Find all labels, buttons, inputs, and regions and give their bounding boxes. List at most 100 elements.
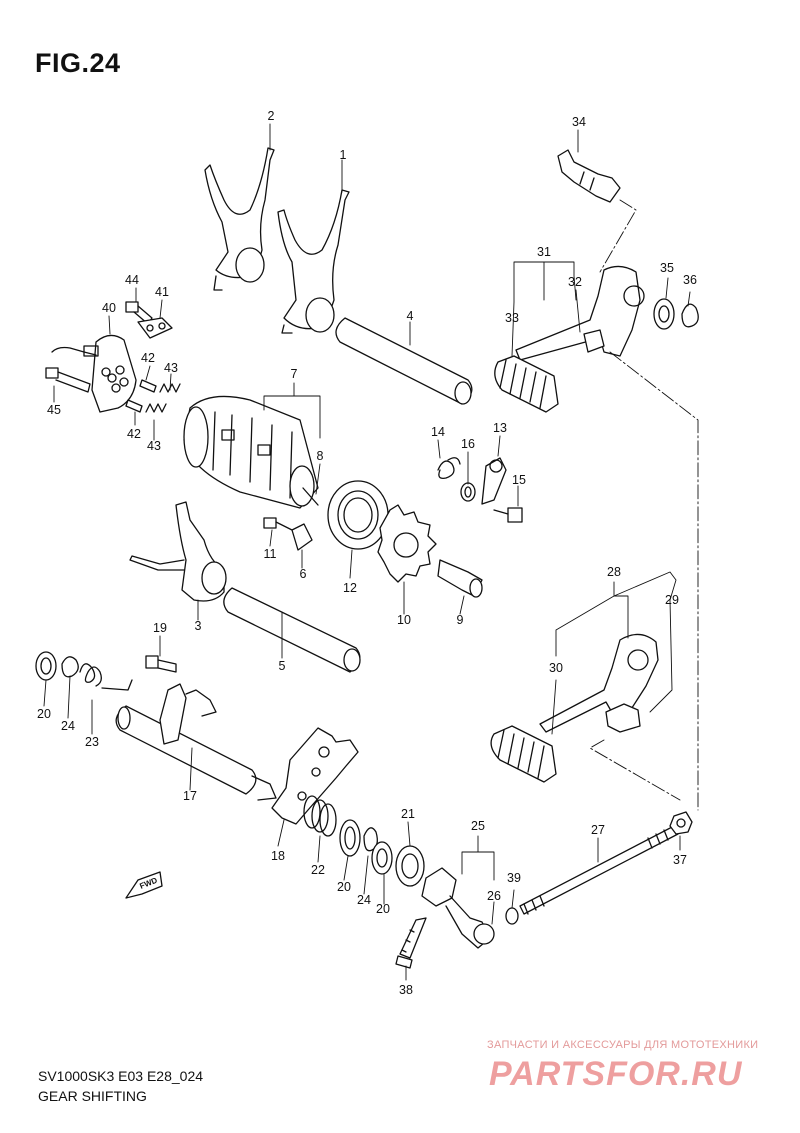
cam-stopper-plate-40[interactable] bbox=[51, 334, 137, 413]
pin-42-upper[interactable] bbox=[139, 379, 157, 393]
gear-shift-shaft-17[interactable] bbox=[115, 683, 277, 801]
callout-12: 12 bbox=[343, 581, 357, 595]
svg-text:PARTSFOR.RU: PARTSFOR.RU bbox=[489, 1055, 743, 1092]
pin-42-lower[interactable] bbox=[125, 399, 143, 413]
shift-lever-28[interactable] bbox=[539, 633, 659, 733]
callout-25: 25 bbox=[471, 819, 485, 833]
callout-15: 15 bbox=[512, 473, 526, 487]
pin-19[interactable] bbox=[145, 655, 177, 673]
callout-13: 13 bbox=[493, 421, 507, 435]
return-spring-23[interactable] bbox=[79, 663, 133, 691]
bolt-9[interactable] bbox=[437, 559, 483, 598]
lever-pivot-32[interactable] bbox=[583, 329, 605, 353]
callout-17: 17 bbox=[183, 789, 197, 803]
callout-34: 34 bbox=[572, 115, 586, 129]
callout-24-left: 24 bbox=[61, 719, 75, 733]
circlip-24-left[interactable] bbox=[61, 656, 79, 678]
callout-7: 7 bbox=[291, 367, 298, 381]
watermark-tagline: ЗАПЧАСТИ И АКСЕССУАРЫ ДЛЯ МОТОТЕХНИКИ bbox=[487, 1039, 759, 1051]
fork-shaft-4[interactable] bbox=[335, 317, 473, 405]
watermark-logo: PARTSFOR.RU bbox=[489, 1055, 743, 1092]
washer-16[interactable] bbox=[460, 482, 476, 502]
callout-23: 23 bbox=[85, 735, 99, 749]
callout-10: 10 bbox=[397, 613, 411, 627]
callout-20-middle: 20 bbox=[337, 880, 351, 894]
callout-24-right: 24 bbox=[357, 893, 371, 907]
bearing-12[interactable] bbox=[327, 480, 389, 550]
cam-stopper-13[interactable] bbox=[481, 457, 507, 505]
bolt-38[interactable] bbox=[395, 917, 427, 969]
washer-35[interactable] bbox=[653, 298, 675, 330]
shift-fork-3[interactable] bbox=[129, 501, 227, 602]
callout-labels: 1 2 3 4 5 6 7 8 9 10 11 12 13 14 15 16 1… bbox=[37, 109, 697, 997]
callout-35: 35 bbox=[660, 261, 674, 275]
callout-32: 32 bbox=[568, 275, 582, 289]
shift-link-arm-25[interactable] bbox=[421, 867, 495, 949]
washer-20-right[interactable] bbox=[371, 841, 393, 875]
washer-20-middle[interactable] bbox=[339, 819, 361, 857]
callout-28: 28 bbox=[607, 565, 621, 579]
washer-20-left[interactable] bbox=[35, 651, 57, 681]
shift-lever-31[interactable] bbox=[515, 265, 645, 361]
callout-44: 44 bbox=[125, 273, 139, 287]
callout-1: 1 bbox=[340, 148, 347, 162]
cam-pin-8[interactable] bbox=[302, 487, 319, 506]
callout-9: 9 bbox=[457, 613, 464, 627]
callout-33: 33 bbox=[505, 311, 519, 325]
shift-arm-18[interactable] bbox=[271, 727, 359, 825]
callout-41: 41 bbox=[155, 285, 169, 299]
callout-30: 30 bbox=[549, 661, 563, 675]
fwd-arrow bbox=[125, 871, 163, 899]
spring-43-lower[interactable] bbox=[145, 403, 167, 413]
bolt-15[interactable] bbox=[493, 507, 523, 523]
gear-shift-cam-7[interactable] bbox=[183, 395, 319, 509]
spring-14[interactable] bbox=[437, 457, 461, 479]
callout-19: 19 bbox=[153, 621, 167, 635]
callout-40: 40 bbox=[102, 301, 116, 315]
washer-39[interactable] bbox=[505, 907, 519, 925]
circlip-36[interactable] bbox=[681, 303, 699, 328]
lever-boss-29[interactable] bbox=[605, 703, 641, 733]
callout-18: 18 bbox=[271, 849, 285, 863]
oil-seal-21[interactable] bbox=[395, 845, 425, 887]
section-caption: GEAR SHIFTING bbox=[38, 1088, 147, 1104]
figure-title: FIG.24 bbox=[35, 48, 121, 78]
callout-11: 11 bbox=[264, 547, 277, 561]
callout-8: 8 bbox=[317, 449, 324, 463]
joint-bolt-34[interactable] bbox=[557, 149, 621, 203]
callout-6: 6 bbox=[300, 567, 307, 581]
guide-lines bbox=[589, 199, 699, 811]
callout-3: 3 bbox=[195, 619, 202, 633]
stopper-plate-41[interactable] bbox=[137, 317, 173, 339]
screw-11[interactable] bbox=[263, 517, 293, 531]
callout-14: 14 bbox=[431, 425, 445, 439]
pedal-rubber-30[interactable] bbox=[490, 725, 557, 783]
shift-fork-1[interactable] bbox=[277, 189, 350, 334]
cam-driven-gear-10[interactable] bbox=[377, 504, 437, 583]
fork-shaft-5[interactable] bbox=[223, 587, 361, 673]
callout-43-upper: 43 bbox=[164, 361, 178, 375]
callout-21: 21 bbox=[401, 807, 415, 821]
nut-37[interactable] bbox=[669, 811, 693, 835]
model-code: SV1000SK3 E03 E28_024 bbox=[38, 1068, 204, 1084]
callout-42-upper: 42 bbox=[141, 351, 155, 365]
callout-43-lower: 43 bbox=[147, 439, 161, 453]
callout-22: 22 bbox=[311, 863, 325, 877]
spring-22[interactable] bbox=[303, 795, 337, 837]
callout-45: 45 bbox=[47, 403, 61, 417]
callout-16: 16 bbox=[461, 437, 475, 451]
callout-20-left: 20 bbox=[37, 707, 51, 721]
pedal-rubber-33[interactable] bbox=[494, 355, 559, 413]
callout-5: 5 bbox=[279, 659, 286, 673]
leader-lines bbox=[43, 123, 691, 981]
retainer-6[interactable] bbox=[291, 523, 313, 551]
callout-38: 38 bbox=[399, 983, 413, 997]
shift-fork-2[interactable] bbox=[204, 147, 275, 291]
callout-20-right: 20 bbox=[376, 902, 390, 916]
callout-39: 39 bbox=[507, 871, 521, 885]
bolt-45[interactable] bbox=[45, 367, 91, 393]
callout-27: 27 bbox=[591, 823, 605, 837]
tie-rod-27[interactable] bbox=[519, 825, 679, 915]
